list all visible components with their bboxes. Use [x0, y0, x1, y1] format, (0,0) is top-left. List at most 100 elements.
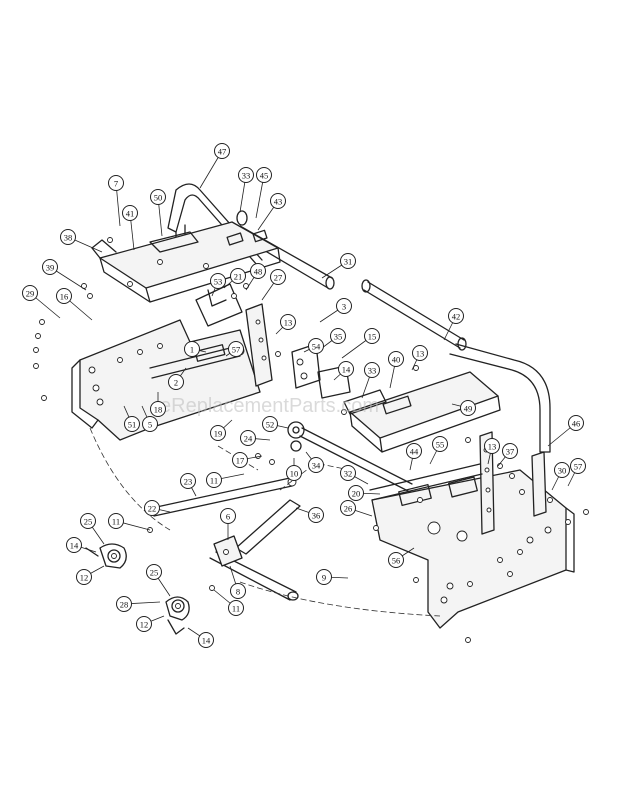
callout-bubble	[568, 415, 584, 431]
callout-number-30: 30	[558, 466, 567, 476]
callout-bubble	[364, 328, 380, 344]
callout-number-41: 41	[126, 209, 135, 219]
callout-bubble	[198, 632, 214, 648]
callout-bubble	[210, 425, 226, 441]
callout-number-21: 21	[234, 272, 243, 282]
callout-number-50: 50	[154, 193, 163, 203]
callout-number-13: 13	[488, 442, 497, 452]
callout-number-33: 33	[368, 366, 377, 376]
callout-bubble	[108, 175, 124, 191]
callout-bubble	[270, 269, 286, 285]
callout-bubble	[240, 430, 256, 446]
callout-bubble	[338, 361, 354, 377]
callout-bubble	[116, 596, 132, 612]
callout-bubble	[364, 362, 380, 378]
callout-bubble	[136, 616, 152, 632]
callout-number-35: 35	[334, 332, 343, 342]
callout-number-12: 12	[140, 620, 149, 630]
callout-number-20: 20	[352, 489, 361, 499]
callout-number-39: 39	[46, 263, 55, 273]
callout-bubble	[228, 341, 244, 357]
callout-bubble	[210, 273, 226, 289]
callout-bubble	[150, 189, 166, 205]
callout-number-54: 54	[312, 342, 321, 352]
callout-number-11: 11	[232, 604, 240, 614]
callout-number-9: 9	[322, 573, 326, 583]
callout-number-43: 43	[274, 197, 283, 207]
callout-bubble	[308, 507, 324, 523]
callout-number-49: 49	[464, 404, 473, 414]
callout-bubble	[554, 462, 570, 478]
callout-bubble	[262, 416, 278, 432]
watermark-text: eReplacementParts.com	[160, 395, 379, 417]
callout-number-52: 52	[266, 420, 275, 430]
callout-number-6: 6	[226, 512, 230, 522]
callout-bubble	[308, 338, 324, 354]
callout-number-11: 11	[210, 476, 218, 486]
callout-bubble	[168, 374, 184, 390]
callout-bubble	[230, 268, 246, 284]
callout-number-25: 25	[150, 568, 159, 578]
callout-number-23: 23	[184, 477, 193, 487]
callout-bubble	[286, 465, 302, 481]
callout-number-2: 2	[174, 378, 178, 388]
callout-number-38: 38	[64, 233, 73, 243]
callout-number-13: 13	[284, 318, 293, 328]
callout-number-14: 14	[202, 636, 211, 646]
callout-bubble	[122, 205, 138, 221]
callout-bubble	[336, 298, 352, 314]
callout-bubble	[56, 288, 72, 304]
callout-bubble	[76, 569, 92, 585]
callout-bubble	[570, 458, 586, 474]
callout-number-8: 8	[236, 587, 240, 597]
callout-number-10: 10	[290, 469, 299, 479]
callout-number-14: 14	[70, 541, 79, 551]
callout-number-24: 24	[244, 434, 253, 444]
callout-bubble	[316, 569, 332, 585]
callout-number-40: 40	[392, 355, 401, 365]
callout-bubble	[330, 328, 346, 344]
callout-number-29: 29	[26, 289, 35, 299]
callout-number-18: 18	[154, 405, 163, 415]
callout-bubble	[280, 314, 296, 330]
callout-number-7: 7	[114, 179, 118, 189]
callout-number-33: 33	[242, 171, 251, 181]
callout-number-48: 48	[254, 267, 263, 277]
callout-bubble	[228, 600, 244, 616]
callout-bubble	[432, 436, 448, 452]
callout-number-56: 56	[392, 556, 401, 566]
callout-bubble	[250, 263, 266, 279]
callout-number-57: 57	[232, 345, 241, 355]
callout-number-36: 36	[312, 511, 321, 521]
callout-number-26: 26	[344, 504, 353, 514]
callout-bubble	[232, 452, 248, 468]
callout-bubble	[150, 401, 166, 417]
callout-bubble	[42, 259, 58, 275]
callout-number-45: 45	[260, 171, 269, 181]
callout-bubble	[184, 341, 200, 357]
callout-number-27: 27	[274, 273, 283, 283]
callout-bubble	[340, 253, 356, 269]
callout-bubble	[124, 416, 140, 432]
callout-bubble	[412, 345, 428, 361]
callout-bubble	[340, 465, 356, 481]
callout-number-14: 14	[342, 365, 351, 375]
callout-number-19: 19	[214, 429, 223, 439]
callout-bubble	[388, 351, 404, 367]
callout-number-32: 32	[344, 469, 353, 479]
callout-number-57: 57	[574, 462, 583, 472]
callout-number-44: 44	[410, 447, 419, 457]
callout-number-51: 51	[128, 420, 137, 430]
hardware-fasteners	[33, 237, 589, 643]
callout-number-34: 34	[312, 461, 321, 471]
callout-number-15: 15	[368, 332, 377, 342]
callout-number-53: 53	[214, 277, 223, 287]
callout-number-47: 47	[218, 147, 227, 157]
callout-bubble	[388, 552, 404, 568]
callout-bubble	[220, 508, 236, 524]
callout-bubble	[448, 308, 464, 324]
callout-bubble	[80, 513, 96, 529]
callout-number-55: 55	[436, 440, 445, 450]
callout-bubble	[146, 564, 162, 580]
